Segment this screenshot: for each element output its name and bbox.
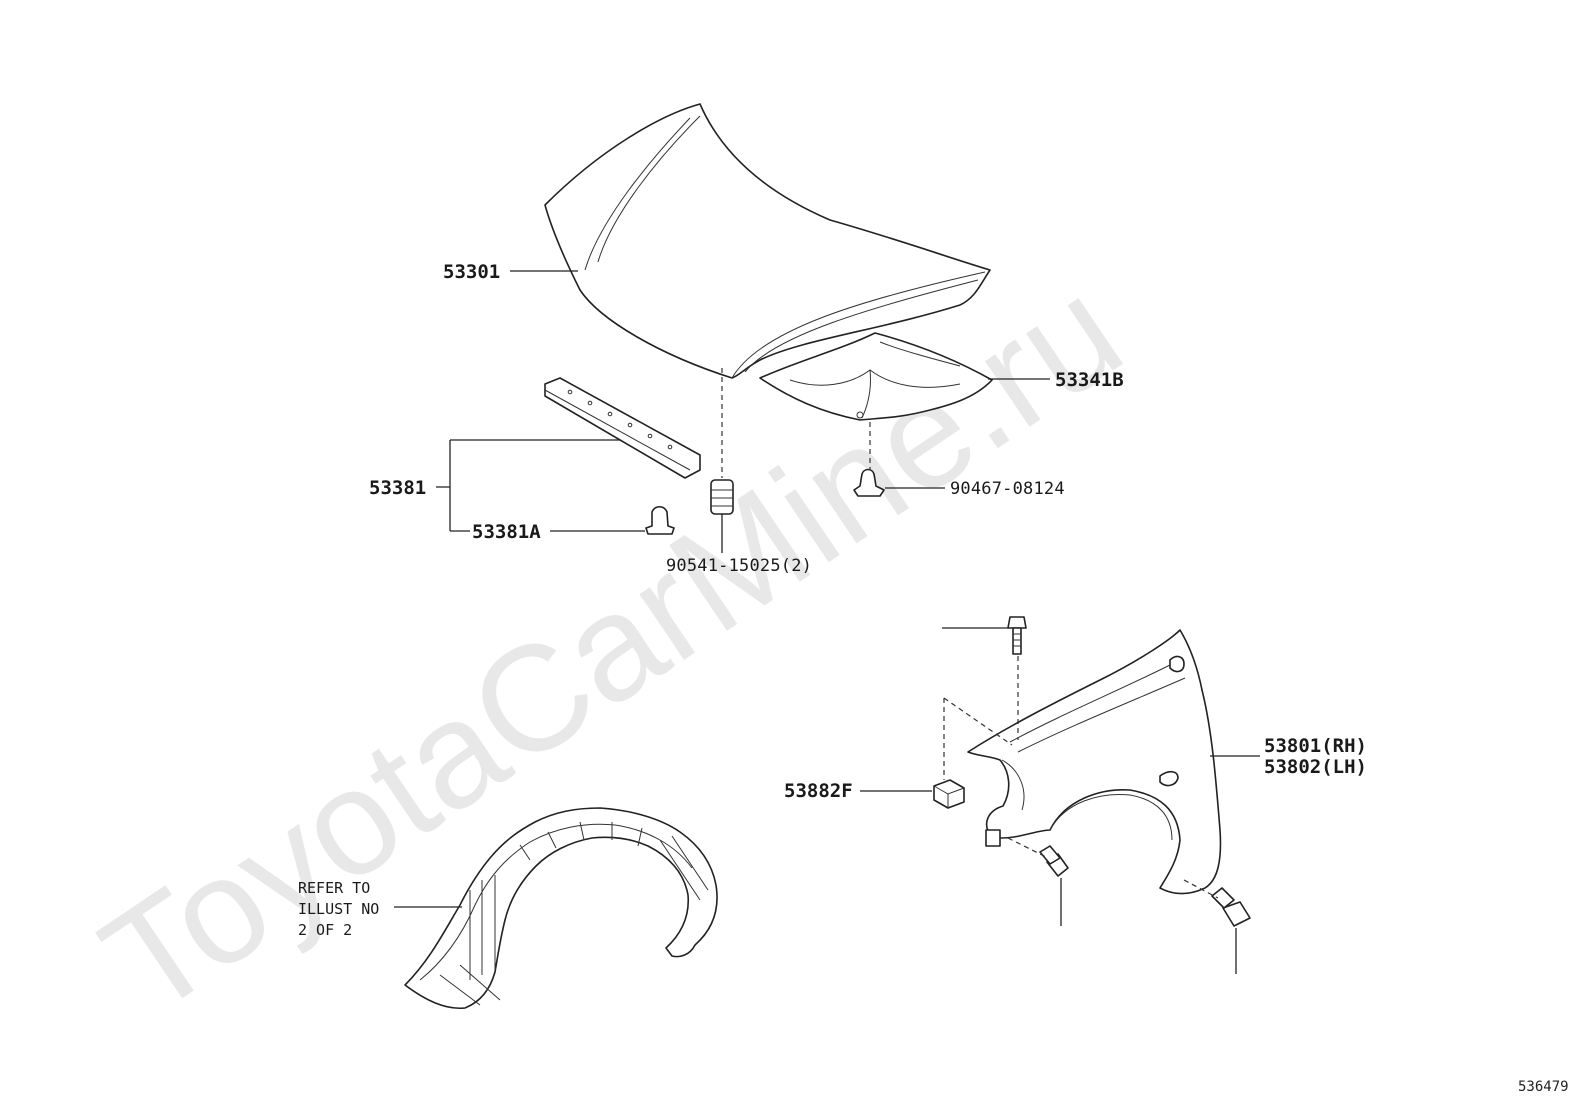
- watermark: ToyotaCarMine.ru: [74, 245, 1149, 1046]
- diagram-code: 536479: [1518, 1079, 1569, 1095]
- callout-fender-nut: 53882F: [784, 780, 853, 802]
- insulator-clip[interactable]: [853, 468, 885, 497]
- liner-note-line3: 2 OF 2: [298, 921, 352, 939]
- callout-fender-lh: 53802(LH): [1264, 756, 1367, 778]
- fender-rear-bolt[interactable]: [1211, 887, 1251, 927]
- callout-hood-seal: 53381: [369, 477, 426, 499]
- callout-hood-seal-clip: 53381A: [472, 521, 541, 543]
- fender-nut[interactable]: [933, 779, 965, 809]
- front-fender[interactable]: [967, 629, 1222, 895]
- hood-panel[interactable]: [544, 103, 991, 379]
- hood-seal-clip[interactable]: [645, 505, 675, 535]
- callout-insulator-clip: 90467-08124: [950, 479, 1065, 499]
- callout-fender-rh: 53801(RH): [1264, 735, 1367, 757]
- fender-lower-bolt[interactable]: [1039, 845, 1069, 877]
- hood-seal[interactable]: [544, 377, 701, 479]
- fender-liner[interactable]: [404, 807, 718, 1010]
- hood-cushion[interactable]: [710, 479, 734, 515]
- callout-hood-insulator: 53341B: [1055, 369, 1124, 391]
- fender-top-bolt[interactable]: [1007, 616, 1027, 655]
- callout-hood-cushion: 90541-15025(2): [666, 556, 812, 576]
- liner-note-line1: REFER TO: [298, 879, 370, 897]
- hood-insulator[interactable]: [759, 332, 993, 421]
- liner-note-line2: ILLUST NO: [298, 900, 379, 918]
- callout-hood: 53301: [443, 261, 500, 283]
